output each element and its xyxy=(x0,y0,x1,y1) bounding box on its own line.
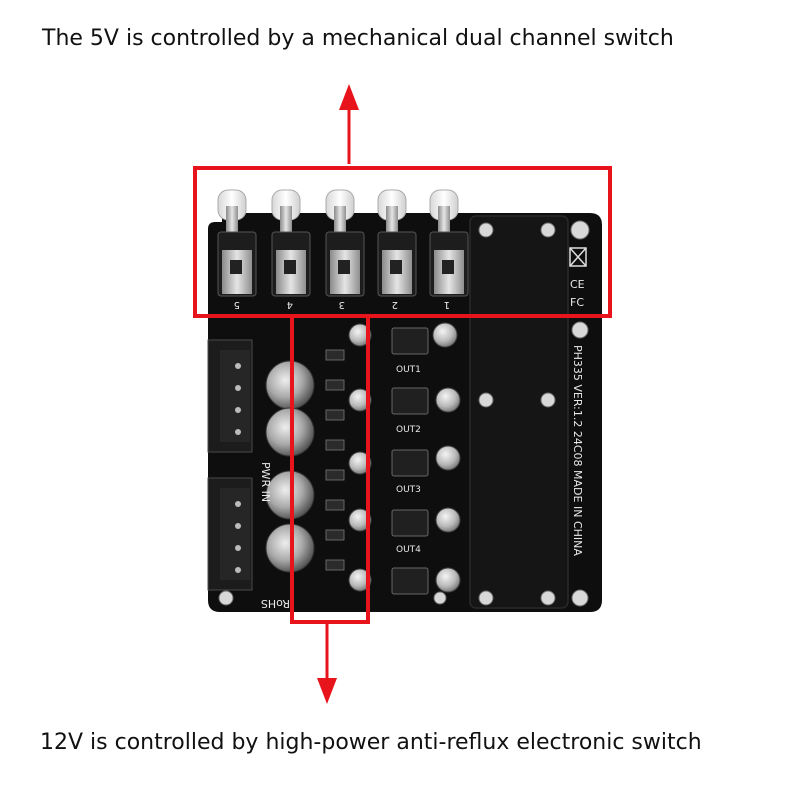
board-model-text: PH335 VER:1.2 24C08 MADE IN CHINA xyxy=(571,345,584,556)
switch-number-2: 2 xyxy=(392,299,398,310)
output-labels: OUT1 OUT2 OUT3 OUT4 xyxy=(396,365,421,555)
power-in-label: PWR IN xyxy=(259,462,272,502)
push-switch-1 xyxy=(429,189,469,297)
mounting-holes xyxy=(218,220,590,607)
switch-number-4: 4 xyxy=(287,299,293,310)
bottom-caption: 12V is controlled by high-power anti-ref… xyxy=(40,730,702,755)
push-switch-2 xyxy=(377,189,417,297)
out1-label: OUT1 xyxy=(396,365,421,375)
switch-number-5: 5 xyxy=(234,299,240,310)
rohs-label: RoHS xyxy=(261,597,290,610)
smd-components xyxy=(325,349,345,571)
switch-number-1: 1 xyxy=(444,299,450,310)
highlight-box-12v xyxy=(290,314,370,624)
highlight-box-5v xyxy=(193,166,612,318)
pcb-panel xyxy=(469,215,569,609)
top-caption: The 5V is controlled by a mechanical dua… xyxy=(42,26,674,51)
out2-label: OUT2 xyxy=(396,425,421,435)
push-switch-4 xyxy=(271,189,311,297)
switch-number-3: 3 xyxy=(339,299,345,310)
compliance-marks: CE FC xyxy=(569,247,587,309)
svg-text:CE: CE xyxy=(570,278,585,291)
power-connectors xyxy=(207,339,253,591)
svg-text:FC: FC xyxy=(570,296,584,309)
output-headers xyxy=(391,327,429,595)
switch-numbers: 5 4 3 2 1 xyxy=(234,299,450,310)
push-switches xyxy=(217,189,469,297)
arrow-up xyxy=(339,84,359,164)
push-switch-5 xyxy=(217,189,257,297)
push-switch-3 xyxy=(325,189,365,297)
arrow-down xyxy=(317,622,337,704)
out4-label: OUT4 xyxy=(396,545,421,555)
small-capacitors-right xyxy=(432,322,461,593)
small-capacitors-mid xyxy=(348,323,372,592)
out3-label: OUT3 xyxy=(396,485,421,495)
